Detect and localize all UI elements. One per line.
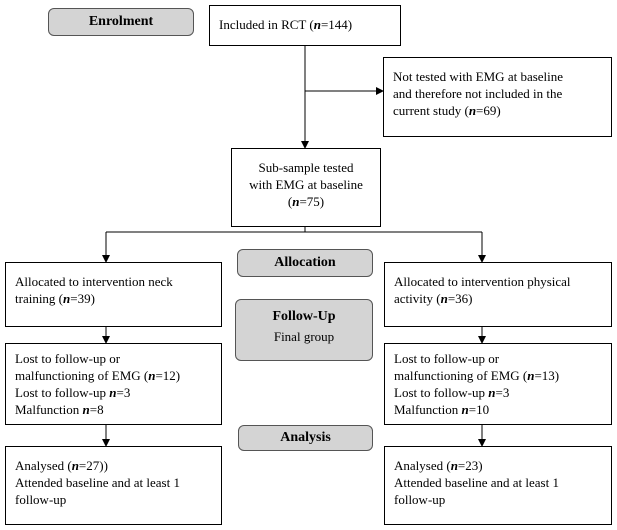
right-analysed-line2: Attended baseline and at least 1 xyxy=(394,475,559,490)
right-allocation-box: Allocated to intervention physical activ… xyxy=(384,262,612,327)
right-lost-line1: Lost to follow-up or xyxy=(394,351,500,366)
right-allocation-line1: Allocated to intervention physical xyxy=(394,274,571,289)
right-analysed-line3: follow-up xyxy=(394,492,446,507)
subsample-box: Sub-sample tested with EMG at baseline (… xyxy=(231,148,381,227)
excluded-line2: and therefore not included in the xyxy=(393,86,563,101)
right-lost-line4: Malfunction n=10 xyxy=(394,402,490,417)
stage-allocation-label: Allocation xyxy=(274,255,336,270)
left-analysed-line2: Attended baseline and at least 1 xyxy=(15,475,180,490)
stage-followup-label: Follow-Up xyxy=(272,309,336,324)
stage-followup-sublabel: Final group xyxy=(273,329,335,344)
right-allocation-line2: activity (n=36) xyxy=(394,291,473,306)
stage-analysis: Analysis xyxy=(238,425,373,451)
right-analysed-line1: Analysed (n=23) xyxy=(394,458,483,473)
included-text: Included in RCT (n=144) xyxy=(219,17,353,32)
included-box: Included in RCT (n=144) xyxy=(209,5,401,46)
subsample-line1: Sub-sample tested xyxy=(258,160,354,175)
left-lost-line1: Lost to follow-up or xyxy=(15,351,121,366)
excluded-line1: Not tested with EMG at baseline xyxy=(393,69,564,84)
left-allocation-box: Allocated to intervention neck training … xyxy=(5,262,222,327)
left-analysed-line1: Analysed (n=27)) xyxy=(15,458,108,473)
subsample-line3: (n=75) xyxy=(287,194,325,209)
stage-enrolment: Enrolment xyxy=(48,8,194,36)
subsample-line2: with EMG at baseline xyxy=(249,177,363,192)
left-analysed-line3: follow-up xyxy=(15,492,67,507)
left-allocation-line2: training (n=39) xyxy=(15,291,95,306)
stage-allocation: Allocation xyxy=(237,249,373,277)
excluded-box: Not tested with EMG at baseline and ther… xyxy=(383,57,612,137)
stage-analysis-label: Analysis xyxy=(280,430,331,445)
left-analysed-box: Analysed (n=27)) Attended baseline and a… xyxy=(5,446,222,525)
excluded-line3: current study (n=69) xyxy=(393,103,501,118)
left-lost-line4: Malfunction n=8 xyxy=(15,402,104,417)
left-lost-line2: malfunctioning of EMG (n=12) xyxy=(15,368,181,383)
right-lost-box: Lost to follow-up or malfunctioning of E… xyxy=(384,343,612,425)
right-lost-line3: Lost to follow-up n=3 xyxy=(394,385,510,400)
left-lost-box: Lost to follow-up or malfunctioning of E… xyxy=(5,343,222,425)
left-lost-line3: Lost to follow-up n=3 xyxy=(15,385,131,400)
right-analysed-box: Analysed (n=23) Attended baseline and at… xyxy=(384,446,612,525)
right-lost-line2: malfunctioning of EMG (n=13) xyxy=(394,368,560,383)
left-allocation-line1: Allocated to intervention neck xyxy=(15,274,173,289)
stage-enrolment-label: Enrolment xyxy=(88,14,154,29)
stage-followup: Follow-Up Final group xyxy=(235,299,373,361)
